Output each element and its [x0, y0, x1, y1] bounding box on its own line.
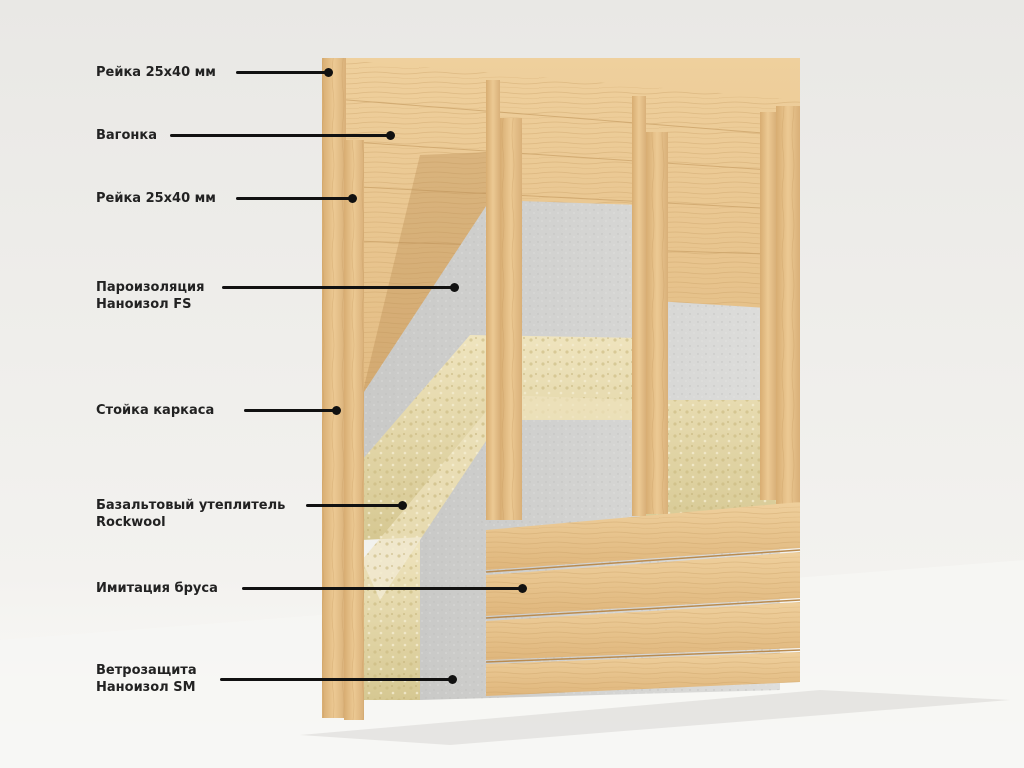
leader-dot	[332, 406, 341, 415]
callout-label: Стойка каркаса	[96, 403, 215, 418]
leader-line	[220, 678, 454, 681]
callout-label-line1: Базальтовый утеплитель	[96, 498, 286, 513]
callout-rail-top: Рейка 25х40 мм	[96, 64, 216, 81]
leader-line	[236, 71, 328, 74]
leader-dot	[518, 584, 527, 593]
imitation-timber-boards	[485, 502, 801, 696]
callout-basalt-insulation: Базальтовый утеплитель Rockwool	[96, 497, 285, 531]
callout-label-line1: Пароизоляция	[96, 280, 205, 295]
leader-dot	[324, 68, 333, 77]
callout-rail-inner: Рейка 25х40 мм	[96, 190, 216, 207]
leader-dot	[398, 501, 407, 510]
frame-studs	[322, 58, 800, 720]
callout-label: Вагонка	[96, 128, 157, 143]
leader-line	[306, 504, 404, 507]
leader-dot	[386, 131, 395, 140]
leader-line	[244, 409, 336, 412]
callout-label-line1: Ветрозащита	[96, 663, 197, 678]
callout-label: Рейка 25х40 мм	[96, 191, 216, 206]
callout-frame-stud: Стойка каркаса	[96, 402, 214, 419]
callout-vapor-barrier: Пароизоляция Наноизол FS	[96, 279, 204, 313]
leader-line	[242, 587, 524, 590]
leader-line	[170, 134, 390, 137]
callout-imitation-timber: Имитация бруса	[96, 580, 218, 597]
floor-shadow	[300, 690, 1010, 745]
callout-wind-barrier: Ветрозащита Наноизол SM	[96, 662, 197, 696]
callout-label: Имитация бруса	[96, 581, 218, 596]
callout-clapboard: Вагонка	[96, 127, 157, 144]
leader-line	[236, 197, 354, 200]
callout-label-line2: Rockwool	[96, 515, 166, 530]
callout-label: Рейка 25х40 мм	[96, 65, 216, 80]
leader-dot	[448, 675, 457, 684]
leader-dot	[348, 194, 357, 203]
callout-label-line2: Наноизол FS	[96, 297, 192, 312]
leader-line	[222, 286, 456, 289]
callout-label-line2: Наноизол SM	[96, 680, 196, 695]
leader-dot	[450, 283, 459, 292]
